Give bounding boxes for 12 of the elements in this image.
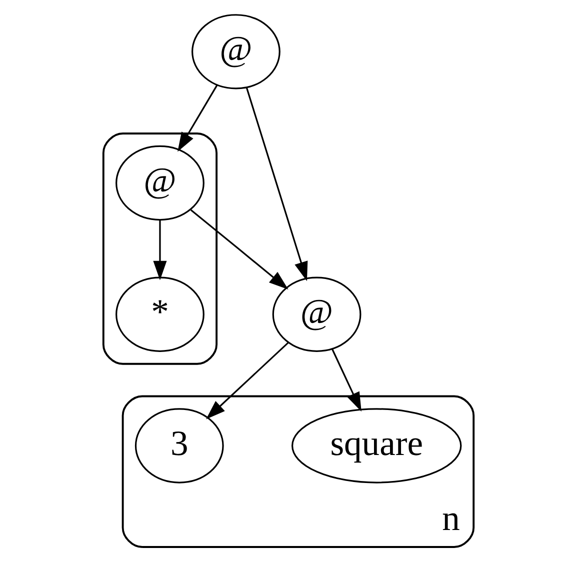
arrow (246, 86, 308, 282)
node-ellipse: @ (272, 276, 362, 352)
node-ellipse: * (116, 276, 204, 352)
arrow (178, 84, 218, 152)
node-ellipse: 3 (134, 408, 224, 484)
arrow (331, 348, 362, 412)
node-ellipse: square (292, 408, 462, 484)
arrow (206, 342, 289, 420)
node-ellipse: @ (192, 14, 280, 90)
node-ellipse: @ (116, 145, 204, 221)
arrow (190, 209, 288, 290)
arrow (153, 220, 167, 280)
